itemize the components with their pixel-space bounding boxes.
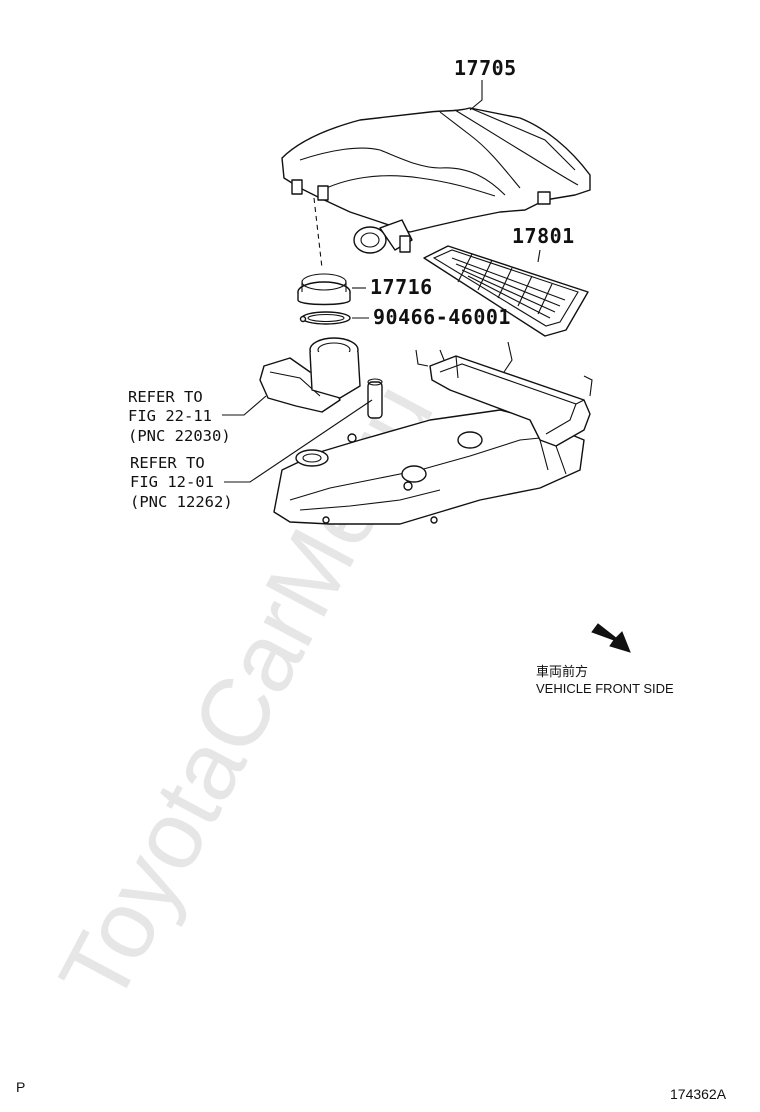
air-filter-element <box>423 245 589 337</box>
leader-ref1 <box>222 395 267 416</box>
air-cleaner-case <box>273 341 593 525</box>
part-number-90466-46001: 90466-46001 <box>373 305 511 329</box>
part-number-17716: 17716 <box>370 275 433 299</box>
ref2-line3: (PNC 12262) <box>130 493 233 511</box>
ref1-line1: REFER TO <box>128 388 203 406</box>
leader-17801 <box>537 249 541 263</box>
part-number-17705: 17705 <box>454 56 517 80</box>
part-number-17801: 17801 <box>512 224 575 248</box>
ref1-line2: FIG 22-11 <box>128 407 212 425</box>
hose-clamp <box>297 273 351 306</box>
vehicle-front-label-jp: 車両前方 <box>536 664 588 679</box>
air-inlet-duct <box>259 337 383 419</box>
guide-line <box>313 197 323 269</box>
front-direction-arrow <box>591 623 631 653</box>
leader-ref2 <box>224 399 373 483</box>
vehicle-front-label: VEHICLE FRONT SIDE <box>536 681 674 696</box>
leader-17705 <box>469 80 483 111</box>
ring-gasket <box>299 311 351 325</box>
illustration-number: 174362A <box>670 1086 727 1102</box>
page-code-left: P <box>16 1079 25 1095</box>
reference-note-2: REFER TO FIG 12-01 (PNC 12262) <box>130 399 373 511</box>
ref2-line1: REFER TO <box>130 454 205 472</box>
ref2-line2: FIG 12-01 <box>130 473 214 491</box>
reference-note-1: REFER TO FIG 22-11 (PNC 22030) <box>128 388 267 445</box>
ref1-line3: (PNC 22030) <box>128 427 231 445</box>
air-cleaner-cap <box>281 107 591 254</box>
